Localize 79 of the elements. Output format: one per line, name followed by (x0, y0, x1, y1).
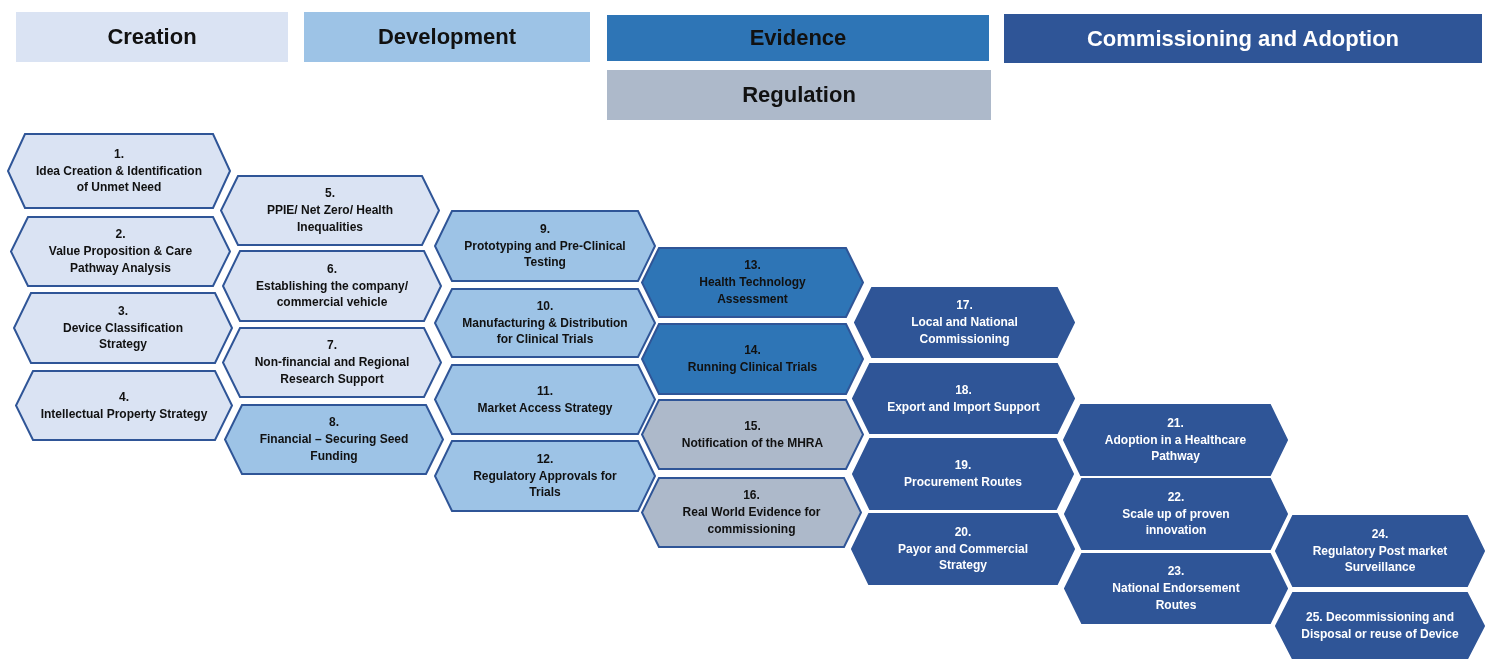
step-number: 4. (119, 388, 129, 406)
step-hexagon (224, 404, 444, 475)
step-title: Export and Import Support (887, 398, 1040, 416)
step-hexagon (434, 364, 656, 435)
step-number: 9. (540, 220, 550, 238)
step-number: 18. (955, 381, 972, 399)
step-title: Financial – Securing Seed Funding (258, 431, 410, 465)
step-title: Local and National Commissioning (910, 314, 1019, 348)
step-hexagon (641, 323, 864, 395)
step-number: 11. (537, 382, 553, 400)
phase-header: Commissioning and Adoption (1004, 14, 1482, 63)
step-title: PPIE/ Net Zero/ Health Inequalities (266, 202, 394, 236)
step-hexagon (851, 513, 1075, 585)
step-title: Notification of the MHRA (681, 434, 824, 452)
step-number: 20. (954, 523, 972, 541)
step-title: Scale up of proven innovation (1121, 505, 1231, 540)
step-number: 6. (327, 260, 337, 278)
step-title: Non-financial and Regional Research Support (253, 354, 411, 388)
step-hexagon (10, 216, 231, 287)
step-title: Health Technology Assessment (698, 274, 807, 308)
step-number: 15. (744, 417, 761, 435)
step-number: 16. (743, 487, 760, 505)
step-hexagon (1275, 592, 1485, 659)
step-title: Procurement Routes (904, 474, 1022, 491)
step-hexagon (434, 210, 656, 282)
step-hexagon (220, 175, 440, 246)
step-hexagon (641, 399, 864, 470)
step-hexagon (1064, 478, 1288, 550)
step-number: 5. (325, 185, 335, 203)
step-number: 1. (114, 145, 124, 163)
step-title: Payor and Commercial Strategy (896, 540, 1030, 575)
step-number: 12. (536, 450, 554, 468)
step-title: Device Classification Strategy (61, 319, 185, 354)
step-hexagon (1063, 404, 1288, 476)
step-title: Idea Creation & Identification of Unmet Need (35, 162, 203, 197)
step-title: Manufacturing & Distribution for Clinical Trials (461, 314, 629, 349)
step-number: 7. (327, 337, 337, 355)
step-hexagon (13, 292, 233, 364)
step-number: 13. (744, 257, 761, 275)
step-title: Value Proposition & Care Pathway Analysis (47, 243, 194, 277)
step-hexagon (1064, 553, 1288, 624)
step-number: 22. (1167, 488, 1185, 506)
step-title: Regulatory Approvals for Trials (472, 467, 618, 502)
step-hexagon (852, 438, 1074, 510)
step-hexagon (1275, 515, 1485, 587)
step-title: Intellectual Property Strategy (40, 405, 208, 423)
step-title: Adoption in a Healthcare Pathway (1103, 431, 1248, 466)
step-title: Running Clinical Trials (687, 359, 818, 376)
step-hexagon (222, 250, 442, 322)
step-number: 24. (1371, 525, 1389, 543)
step-title: Prototyping and Pre-Clinical Testing (463, 237, 627, 272)
step-hexagon (434, 440, 656, 512)
step-number: 10. (536, 297, 554, 315)
step-number: 23. (1167, 563, 1185, 581)
step-number: 3. (118, 302, 128, 320)
step-hexagon (641, 247, 864, 318)
step-hexagon (641, 477, 862, 548)
phase-header: Regulation (607, 70, 991, 120)
step-title: 25. Decommissioning and Disposal or reuse of Device (1300, 609, 1460, 643)
step-hexagon (222, 327, 442, 398)
step-hexagon (434, 288, 656, 358)
step-hexagon (854, 287, 1075, 358)
step-number: 21. (1167, 414, 1184, 432)
step-number: 19. (954, 457, 972, 474)
phase-header: Development (304, 12, 590, 62)
phase-header: Evidence (607, 15, 989, 61)
step-title: Market Access Strategy (477, 399, 613, 417)
step-title: Establishing the company/ commercial vehicle (255, 277, 409, 312)
step-number: 2. (115, 226, 126, 244)
phase-header: Creation (16, 12, 288, 62)
step-number: 17. (956, 297, 973, 315)
step-title: Regulatory Post market Surveillance (1311, 542, 1449, 577)
step-hexagon (7, 133, 231, 209)
step-title: Real World Evidence for commissioning (681, 504, 822, 538)
step-title: National Endorsement Routes (1111, 580, 1241, 614)
step-hexagon (15, 370, 233, 441)
step-hexagon (852, 363, 1075, 434)
step-number: 8. (329, 414, 339, 432)
step-number: 14. (744, 342, 761, 359)
